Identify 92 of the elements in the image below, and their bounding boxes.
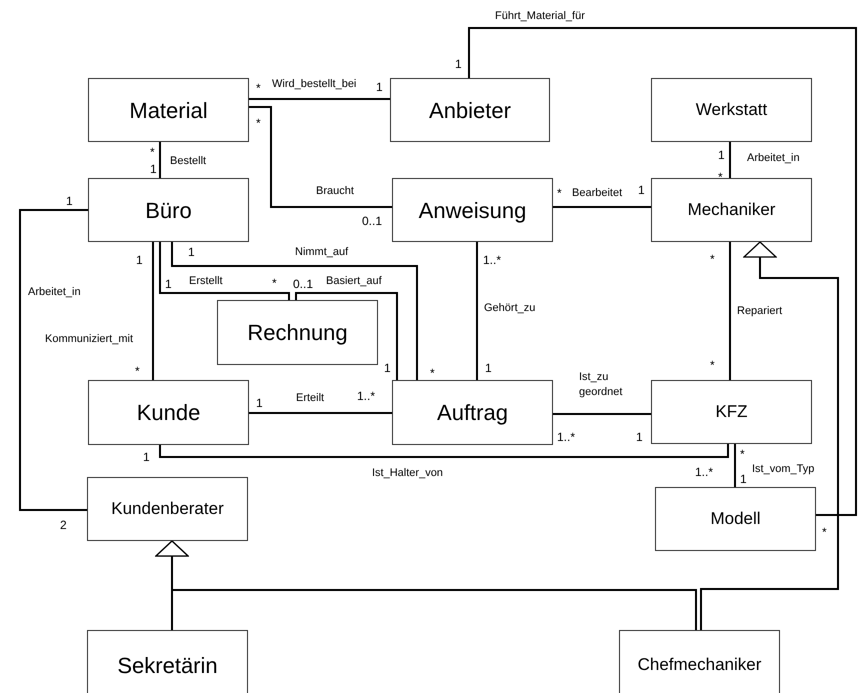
class-name: Modell	[710, 508, 761, 530]
multiplicity: *	[430, 366, 435, 380]
class-box	[88, 78, 249, 142]
multiplicity: 1	[718, 148, 725, 162]
class-box	[392, 380, 553, 445]
multiplicity: *	[256, 116, 261, 130]
multiplicity: 1	[66, 194, 73, 208]
multiplicity: *	[710, 252, 715, 266]
class-name: Kundenberater	[111, 498, 224, 520]
edge-label: Ist_Halter_von	[372, 466, 443, 481]
association-line	[295, 292, 398, 380]
class-name: Sekretärin	[117, 652, 218, 680]
association-line	[249, 412, 392, 414]
association-line	[159, 444, 729, 458]
multiplicity: 1..*	[483, 253, 502, 267]
association-line	[159, 242, 290, 300]
association-line	[729, 142, 731, 178]
edge-label: Arbeitet_in	[28, 285, 81, 300]
association-line	[734, 444, 736, 487]
association-line	[468, 27, 857, 516]
class-name: Auftrag	[437, 399, 508, 427]
edge-label: Arbeitet_in	[747, 151, 800, 166]
class-box	[217, 300, 378, 365]
class-box	[87, 630, 248, 693]
class-name: Anweisung	[418, 196, 526, 225]
class-box	[655, 487, 816, 551]
multiplicity: 1	[636, 430, 643, 444]
multiplicity: *	[718, 170, 723, 184]
association-line	[476, 242, 478, 380]
class-box	[651, 78, 812, 142]
multiplicity: 1	[485, 361, 492, 375]
multiplicity: 1	[150, 162, 157, 176]
multiplicity: 1	[136, 253, 143, 267]
multiplicity: 1	[256, 396, 263, 410]
class-name: KFZ	[715, 401, 748, 424]
association-line	[729, 242, 731, 380]
multiplicity: 1	[143, 450, 150, 464]
multiplicity: *	[150, 145, 155, 159]
multiplicity: *	[822, 525, 827, 539]
multiplicity: *	[272, 276, 277, 290]
multiplicity: 1	[376, 80, 383, 94]
association-line	[19, 209, 88, 511]
class-box	[619, 630, 780, 693]
multiplicity: *	[557, 186, 562, 200]
multiplicity: 0..1	[293, 277, 314, 291]
multiplicity: 1	[740, 472, 747, 486]
association-line	[249, 98, 390, 100]
class-name: Material	[129, 96, 208, 124]
generalization-arrow	[155, 540, 697, 630]
class-name: Anbieter	[429, 96, 511, 124]
association-line	[152, 242, 154, 380]
class-box	[392, 178, 553, 242]
multiplicity: *	[135, 364, 140, 378]
edge-label: Führt_Material_für	[495, 9, 585, 24]
edge-label: Gehört_zu	[484, 301, 536, 316]
multiplicity: 1..*	[695, 465, 714, 479]
association-line	[249, 106, 392, 208]
class-box	[651, 380, 812, 444]
association-line	[171, 242, 418, 380]
multiplicity: 1	[188, 245, 195, 259]
class-name: Chefmechaniker	[638, 654, 762, 676]
multiplicity: 1	[455, 57, 462, 71]
multiplicity: *	[740, 447, 745, 461]
multiplicity: 1..*	[357, 389, 376, 403]
multiplicity: 2	[60, 518, 67, 532]
multiplicity: 1	[165, 277, 172, 291]
class-box	[651, 178, 812, 242]
edge-label: Repariert	[737, 304, 782, 319]
class-name: Büro	[145, 196, 192, 224]
multiplicity: *	[256, 81, 261, 95]
class-name: Mechaniker	[688, 199, 776, 222]
class-box	[88, 178, 249, 242]
multiplicity: 1..*	[557, 430, 576, 444]
multiplicity: *	[710, 358, 715, 372]
association-line	[553, 413, 651, 415]
class-name: Rechnung	[247, 319, 348, 347]
association-line	[159, 142, 161, 178]
class-name: Kunde	[136, 399, 200, 427]
class-box	[87, 477, 248, 541]
multiplicity: 1	[638, 183, 645, 197]
class-box	[88, 380, 249, 445]
association-line	[553, 206, 651, 208]
edge-label: Wird_bestellt_bei	[272, 77, 356, 92]
generalization-arrow	[700, 241, 839, 630]
multiplicity: 1	[384, 361, 391, 375]
edge-label: Basiert_auf	[326, 274, 382, 289]
edge-label: Ist_vom_Typ	[752, 462, 814, 477]
class-box	[390, 78, 550, 142]
edge-label: Kommuniziert_mit	[45, 332, 134, 347]
edge-label: Nimmt_auf	[295, 245, 348, 260]
class-name: Werkstatt	[696, 99, 768, 122]
multiplicity: 0..1	[362, 214, 382, 228]
